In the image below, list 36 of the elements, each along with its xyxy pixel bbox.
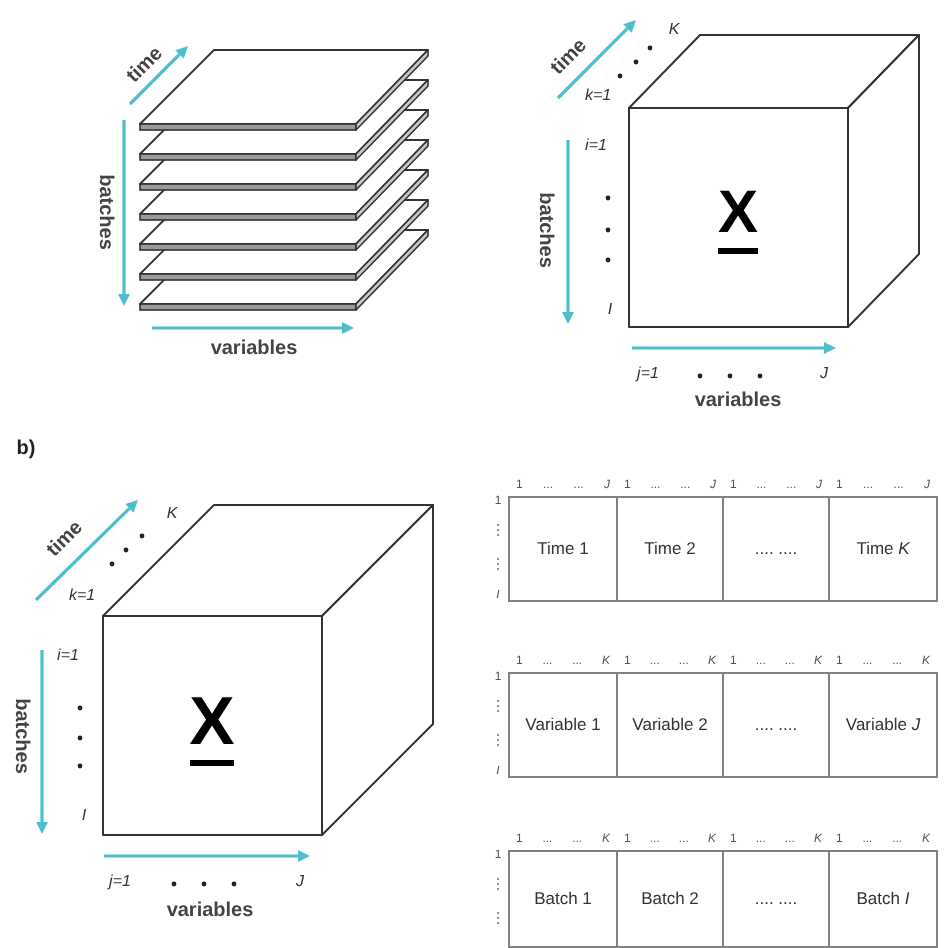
axis-label: variables <box>210 340 298 360</box>
index-label: k=1 <box>68 588 96 604</box>
slice-cell: Batch 2 <box>616 850 724 948</box>
index-label: K <box>668 22 680 38</box>
cube <box>628 34 920 328</box>
index-label: I <box>607 302 613 318</box>
slice-cell: Time 2 <box>616 496 724 602</box>
index-label: i=1 <box>585 138 607 154</box>
axis-label: variables <box>166 902 254 922</box>
index-label: j=1 <box>637 366 659 382</box>
slice-cell: .... .... <box>722 850 830 948</box>
slice-cell: Variable 2 <box>616 672 724 778</box>
axis-label: batches <box>10 698 30 774</box>
index-label: K <box>166 506 178 522</box>
index-label: J <box>820 366 828 382</box>
slice-cell: Batch 1 <box>508 850 618 948</box>
index-label: j=1 <box>109 874 131 890</box>
axis-label: time <box>548 36 592 80</box>
axis-label: time <box>44 518 88 562</box>
slice-cell: Variable 1 <box>508 672 618 778</box>
axis-label: time <box>124 44 168 88</box>
slice-cell: Time 1 <box>508 496 618 602</box>
axis-label: batches <box>94 174 114 250</box>
slice-cell: Variable J <box>828 672 938 778</box>
slice-cell: Time K <box>828 496 938 602</box>
slice-cell: .... .... <box>722 496 830 602</box>
slice-cell: Batch I <box>828 850 938 948</box>
cube <box>102 504 434 836</box>
index-label: i=1 <box>57 648 79 664</box>
index-label: J <box>296 874 304 890</box>
slice-cell: .... .... <box>722 672 830 778</box>
axis-label: variables <box>694 392 782 412</box>
index-label: I <box>81 808 87 824</box>
axis-label: batches <box>534 192 554 268</box>
index-label: k=1 <box>584 88 612 104</box>
panel-label: b) <box>16 440 36 460</box>
